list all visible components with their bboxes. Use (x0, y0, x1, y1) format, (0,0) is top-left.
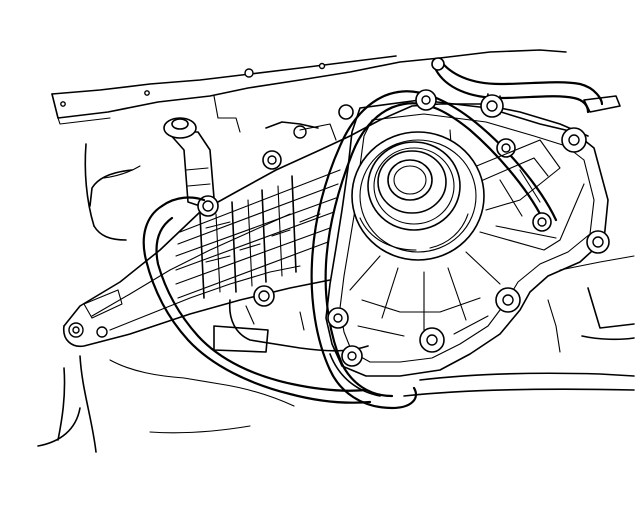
support-arm (163, 117, 319, 207)
frame-rail-right (403, 255, 635, 397)
vent-hose (431, 57, 621, 115)
vehicle-frame-left (37, 143, 295, 453)
upper-bracket (51, 49, 567, 133)
front-cover-plate (325, 89, 610, 377)
output-shaft-seal (351, 131, 485, 261)
case-left-section (62, 103, 589, 348)
